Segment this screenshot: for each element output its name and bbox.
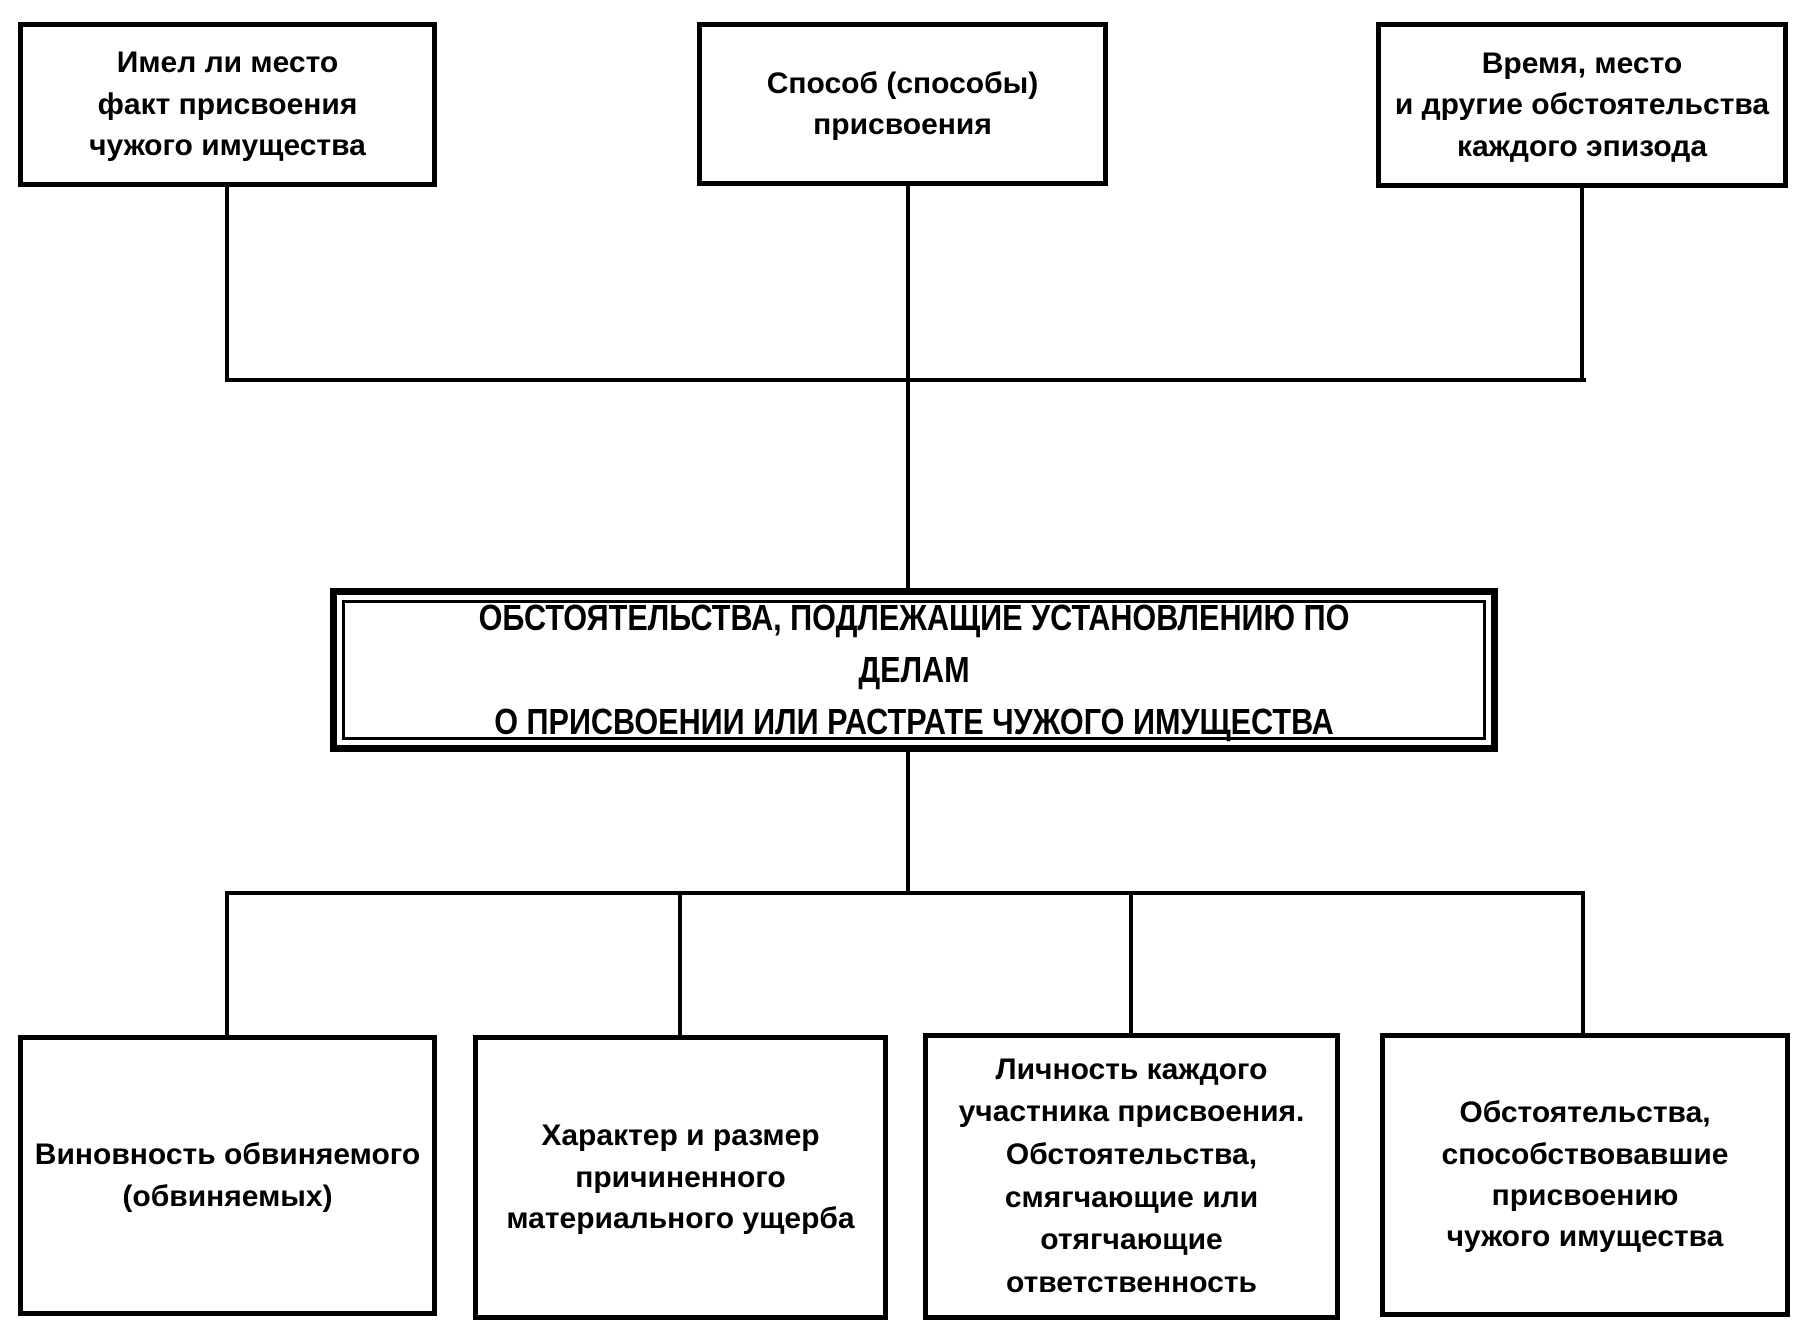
box-personality-of-participants-label: Личность каждого участника присвоения. О… — [958, 1052, 1305, 1299]
box-personality-of-participants: Личность каждого участника присвоения. О… — [923, 1033, 1340, 1320]
box-guilt-of-accused-label: Виновность обвиняемого (обвиняемых) — [34, 1138, 421, 1213]
box-time-place-circumstances: Время, место и другие обстоятельства каж… — [1376, 22, 1788, 188]
box-fact-of-appropriation-label: Имел ли место факт присвоения чужого иму… — [89, 46, 366, 163]
box-fact-of-appropriation: Имел ли место факт присвоения чужого иму… — [18, 22, 437, 187]
connector-top-rail — [225, 378, 1586, 382]
connector-bottom-stub-3 — [1129, 891, 1133, 1035]
connector-bottom-stub-4 — [1581, 891, 1585, 1035]
connector-bottom-center-line — [906, 750, 910, 895]
connector-top-right-stub — [1580, 186, 1584, 382]
box-central-circumstances-label: ОБСТОЯТЕЛЬСТВА, ПОДЛЕЖАЩИЕ УСТАНОВЛЕНИЮ … — [478, 596, 1350, 743]
connector-bottom-rail — [225, 891, 1585, 895]
connector-bottom-stub-2 — [678, 891, 682, 1037]
connector-top-left-stub — [225, 185, 229, 382]
box-nature-size-of-damage: Характер и размер причиненного материаль… — [473, 1035, 888, 1320]
box-contributing-circumstances-label: Обстоятельства, способствовавшие присвое… — [1441, 1096, 1729, 1254]
box-method-of-appropriation-label: Способ (способы) присвоения — [766, 66, 1039, 141]
box-time-place-circumstances-label: Время, место и другие обстоятельства каж… — [1394, 46, 1770, 163]
connector-bottom-stub-1 — [225, 891, 229, 1037]
box-guilt-of-accused: Виновность обвиняемого (обвиняемых) — [18, 1035, 437, 1316]
box-nature-size-of-damage-label: Характер и размер причиненного материаль… — [506, 1119, 855, 1236]
box-central-circumstances-inner-border: ОБСТОЯТЕЛЬСТВА, ПОДЛЕЖАЩИЕ УСТАНОВЛЕНИЮ … — [342, 597, 1486, 742]
box-method-of-appropriation: Способ (способы) присвоения — [697, 22, 1108, 186]
box-contributing-circumstances: Обстоятельства, способствовавшие присвое… — [1380, 1033, 1790, 1317]
box-central-circumstances: ОБСТОЯТЕЛЬСТВА, ПОДЛЕЖАЩИЕ УСТАНОВЛЕНИЮ … — [330, 588, 1498, 752]
connector-top-center-line — [906, 184, 910, 590]
